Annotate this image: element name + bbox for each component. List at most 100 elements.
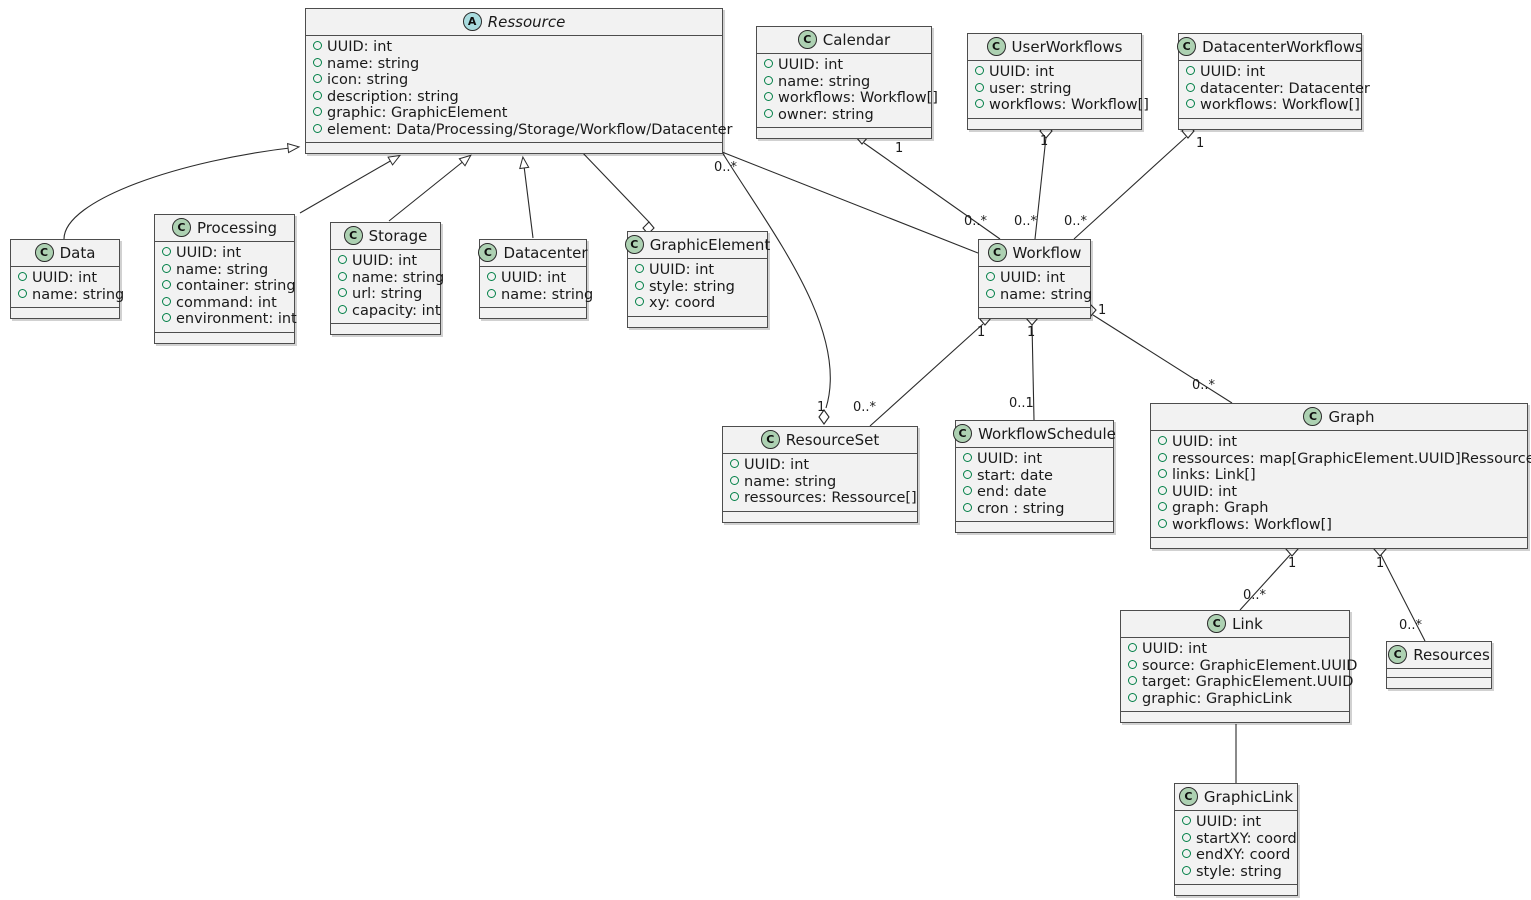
class-attribute: UUID: int [635, 262, 760, 279]
class-icon: C [953, 424, 973, 443]
class-attribute: name: string [313, 56, 715, 73]
visibility-package-icon [975, 99, 984, 108]
visibility-package-icon [963, 486, 972, 495]
attribute-text: xy: coord [649, 295, 716, 311]
class-name-data: Data [59, 243, 96, 262]
class-attribute: UUID: int [487, 270, 579, 287]
visibility-package-icon [1182, 832, 1191, 842]
attribute-text: graphic: GraphicElement [327, 105, 508, 121]
attribute-text: url: string [352, 286, 423, 302]
attribute-text: UUID: int [989, 64, 1055, 80]
edge-ressource-graphicelement [579, 149, 650, 223]
attribute-text: source: GraphicElement.UUID [1142, 657, 1358, 674]
class-attribute: ressources: map[GraphicElement.UUID]Ress… [1158, 451, 1531, 468]
attribute-text: UUID: int [501, 270, 567, 286]
visibility-package-icon [963, 502, 972, 512]
class-attribute: name: string [986, 287, 1092, 304]
multiplicity-label-lbl-calendar-1: 1 [895, 141, 904, 156]
class-attribute: name: string [764, 74, 924, 91]
class-attribute: source: GraphicElement.UUID [1128, 658, 1357, 675]
visibility-package-icon [975, 82, 984, 92]
class-methods-workflowschedule [956, 522, 1113, 532]
class-name-workflow: Workflow [1012, 243, 1082, 262]
multiplicity-label-lbl-wf-dc-mult: 0..* [1064, 214, 1088, 229]
multiplicity-label-lbl-rs-many: 0..* [853, 400, 877, 415]
visibility-package-icon [764, 59, 773, 68]
visibility-package-icon [1158, 502, 1167, 511]
visibility-package-icon [1128, 676, 1137, 685]
class-attribute: UUID: int [975, 64, 1134, 81]
visibility-package-icon [764, 92, 773, 101]
attribute-text: name: string [1000, 286, 1093, 303]
class-attribute: UUID: int [730, 457, 910, 474]
class-attribute: endXY: coord [1182, 847, 1290, 864]
visibility-package-icon [338, 304, 347, 314]
multiplicity-label-lbl-wf-graph-1: 1 [1098, 303, 1107, 318]
multiplicity-label-lbl-userworkflows-1: 1 [1040, 134, 1049, 149]
visibility-package-icon [18, 272, 27, 281]
class-methods-resourceset [723, 511, 917, 522]
multiplicity-label-lbl-wf-sched-1: 1 [1027, 325, 1036, 340]
class-name-graphicelement: GraphicElement [649, 235, 771, 254]
attribute-text: element: Data/Processing/Storage/Workflo… [327, 121, 733, 138]
class-attribute: UUID: int [18, 270, 112, 287]
visibility-package-icon [730, 459, 739, 468]
class-attribute: start: date [963, 468, 1106, 485]
visibility-package-icon [1182, 865, 1191, 875]
attribute-text: graph: Graph [1172, 500, 1269, 516]
visibility-package-icon [313, 74, 322, 83]
attribute-text: graphic: GraphicLink [1142, 690, 1293, 707]
class-name-userworkflows: UserWorkflows [1011, 37, 1123, 56]
class-attribute: owner: string [764, 107, 924, 124]
class-attribute: description: string [313, 89, 715, 106]
attribute-text: style: string [1196, 863, 1282, 880]
class-attribute: workflows: Workflow[] [764, 90, 938, 107]
class-name-processing: Processing [196, 218, 278, 237]
class-attribute: UUID: int [986, 270, 1083, 287]
class-methods-calendar [757, 128, 931, 138]
class-attribute: style: string [1182, 864, 1290, 881]
class-attribute: UUID: int [764, 57, 924, 74]
visibility-package-icon [963, 453, 972, 462]
class-attribute: container: string [162, 278, 296, 295]
attribute-text: UUID: int [32, 270, 98, 286]
multiplicity-label-lbl-graph-resources-1: 1 [1376, 556, 1385, 571]
edge-datacenter-ressource [519, 155, 534, 239]
edge-datacenterworkflows-workflow [1073, 136, 1187, 240]
class-attribute: end: date [963, 484, 1106, 501]
visibility-package-icon [1182, 849, 1191, 858]
visibility-package-icon [162, 296, 171, 306]
attribute-text: name: string [778, 73, 871, 90]
visibility-package-icon [1158, 518, 1167, 528]
class-icon: C [1303, 407, 1323, 426]
attribute-text: workflows: Workflow[] [778, 90, 938, 106]
attribute-text: UUID: int [1142, 641, 1208, 657]
class-methods-resources [1387, 678, 1491, 688]
